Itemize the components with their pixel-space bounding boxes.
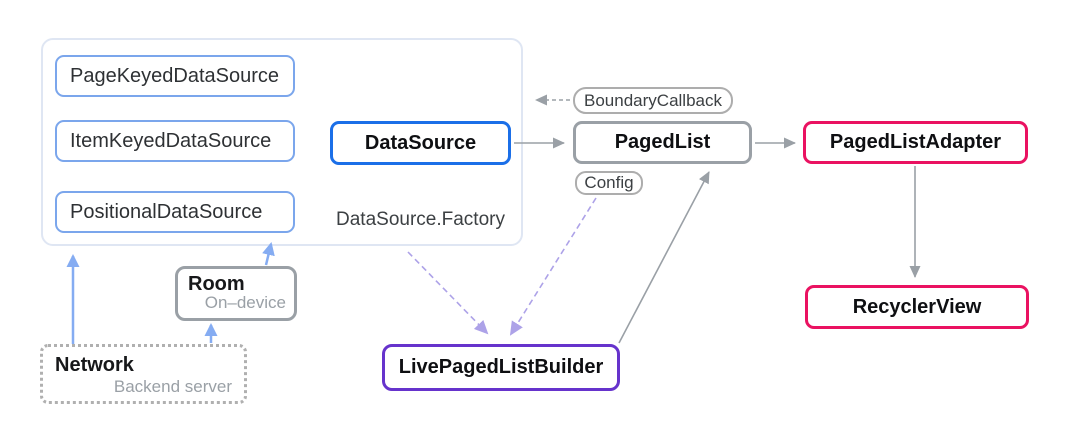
node-boundarycallback: BoundaryCallback xyxy=(573,87,733,114)
room-sublabel: On–device xyxy=(204,293,286,312)
node-positionaldatasource: PositionalDataSource xyxy=(55,191,295,233)
room-label: Room xyxy=(188,273,245,295)
node-pagedlist: PagedList xyxy=(573,121,752,164)
edge-config-to-livepagedlistbuilder-dashed-arrow xyxy=(509,197,597,336)
node-pagekeyeddatasource: PageKeyedDataSource xyxy=(55,55,295,97)
node-datasource: DataSource xyxy=(330,121,511,165)
edge-room-to-positionaldatasource-arrow xyxy=(262,242,275,266)
network-label: Network xyxy=(55,354,134,376)
node-network: Network Backend server xyxy=(40,344,247,404)
node-config: Config xyxy=(575,171,643,195)
edge-datasourcefactory-to-livepagedlistbuilder-dashed-arrow xyxy=(407,251,489,335)
node-livepagedlistbuilder: LivePagedListBuilder xyxy=(382,344,620,391)
node-itemkeyeddatasource: ItemKeyedDataSource xyxy=(55,120,295,162)
node-pagedlistadapter: PagedListAdapter xyxy=(803,121,1028,164)
edge-livepagedlistbuilder-to-pagedlist-arrow xyxy=(618,171,710,344)
node-room: Room On–device xyxy=(175,266,297,321)
label-datasource-factory: DataSource.Factory xyxy=(336,209,505,230)
network-sublabel: Backend server xyxy=(113,377,232,396)
node-recyclerview: RecyclerView xyxy=(805,285,1029,329)
